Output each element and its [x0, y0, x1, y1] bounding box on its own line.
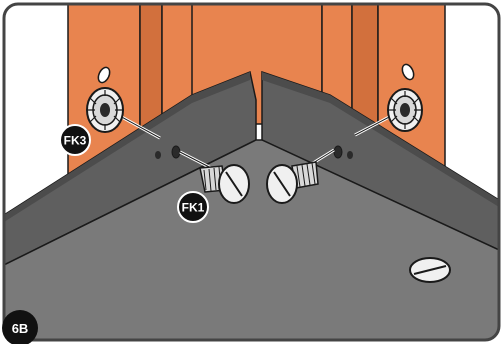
floor-screw-head-icon: [410, 258, 450, 282]
bolt-hole-right: [334, 146, 342, 158]
bolt-hole-left: [172, 146, 180, 158]
callout-fk1-label: FK1: [182, 201, 205, 215]
callout-fk3-label: FK3: [64, 134, 87, 148]
step-badge-label: 6B: [12, 321, 29, 336]
callout-fk1: FK1: [178, 192, 208, 222]
callout-fk3: FK3: [60, 125, 90, 155]
illustration-scene: [4, 4, 499, 340]
small-hole-left: [155, 151, 161, 159]
small-hole-right: [347, 151, 353, 159]
